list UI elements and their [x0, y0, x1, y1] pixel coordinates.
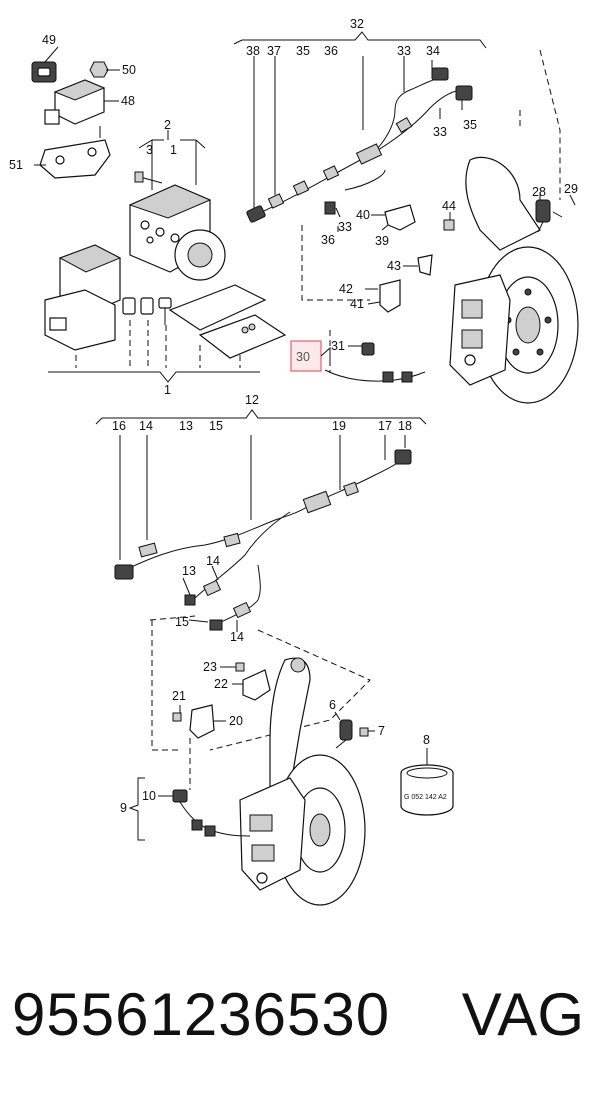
callout-21: 21	[172, 689, 186, 703]
callout-36b: 36	[321, 233, 335, 247]
callout-51: 51	[9, 158, 23, 172]
callout-10: 10	[142, 789, 156, 803]
callout-49: 49	[42, 33, 56, 47]
label-sheets	[168, 284, 287, 359]
callout-12: 12	[245, 393, 259, 407]
caps-and-screw	[122, 297, 172, 325]
callout-30-highlight[interactable]	[290, 340, 322, 372]
bracket-part-39	[384, 204, 416, 231]
rear-wiring-harness	[114, 449, 412, 631]
brand: VAG	[461, 981, 584, 1048]
front-wiring-harness	[246, 67, 473, 223]
callout-14b: 14	[206, 554, 220, 568]
callout-15a: 15	[209, 419, 223, 433]
callout-35a: 35	[296, 44, 310, 58]
relay-unit-part-48	[44, 79, 106, 125]
callout-18: 18	[398, 419, 412, 433]
callout-29: 29	[564, 182, 578, 196]
screw-part-3	[134, 171, 163, 184]
callout-31: 31	[331, 339, 345, 353]
callout-15b: 15	[175, 615, 189, 629]
callout-32: 32	[350, 17, 364, 31]
callout-22: 22	[214, 677, 228, 691]
callout-43: 43	[387, 259, 401, 273]
bracket-part-20	[189, 704, 215, 739]
brake-caliper-rear	[239, 777, 306, 891]
screw-part-23	[235, 662, 245, 672]
rear-bracket-part-22	[242, 669, 271, 701]
brake-caliper-front	[449, 274, 511, 386]
callout-37: 37	[267, 44, 281, 58]
clip-part-43	[417, 254, 433, 276]
callout-6: 6	[329, 698, 336, 712]
screw-part-21	[172, 712, 182, 722]
callout-30[interactable]: 30	[296, 350, 310, 364]
callout-13b: 13	[182, 564, 196, 578]
abs-sensor-part-49	[31, 61, 57, 83]
seal-label: G 052 142 A2	[404, 794, 447, 801]
callout-1a: 1	[170, 143, 177, 157]
callout-16: 16	[112, 419, 126, 433]
bolt-part-44	[443, 219, 455, 231]
callout-44: 44	[442, 199, 456, 213]
callout-14a: 14	[139, 419, 153, 433]
callout-39: 39	[375, 234, 389, 248]
callout-8: 8	[423, 733, 430, 747]
rear-sensor-part-6	[335, 719, 353, 749]
callout-9: 9	[120, 801, 127, 815]
callout-36a: 36	[324, 44, 338, 58]
callout-40: 40	[356, 208, 370, 222]
callout-20: 20	[229, 714, 243, 728]
callout-33a: 33	[397, 44, 411, 58]
callout-33c: 33	[338, 220, 352, 234]
callout-13a: 13	[179, 419, 193, 433]
callout-35b: 35	[463, 118, 477, 132]
callout-1b: 1	[164, 383, 171, 397]
callout-48: 48	[121, 94, 135, 108]
footer: 95561236530 VAG	[0, 975, 600, 1065]
callout-38: 38	[246, 44, 260, 58]
bracket-part-51	[39, 126, 111, 179]
callout-labels: 49 50 48 51 2 3 1 1 32 38 37 35 36 33 34…	[9, 17, 578, 815]
exploded-parts-diagram: 49 50 48 51 2 3 1 1 32 38 37 35 36 33 34…	[9, 17, 579, 906]
callout-33b: 33	[433, 125, 447, 139]
nut-part-50	[89, 61, 109, 78]
callout-19: 19	[332, 419, 346, 433]
callout-50: 50	[122, 63, 136, 77]
seal-ring-part-8	[400, 764, 454, 816]
callout-41: 41	[350, 297, 364, 311]
callout-28: 28	[532, 185, 546, 199]
callout-23: 23	[203, 660, 217, 674]
callout-17: 17	[378, 419, 392, 433]
callout-7: 7	[378, 724, 385, 738]
hydraulic-unit	[128, 184, 226, 281]
sensor-part-28	[535, 199, 551, 233]
callout-34: 34	[426, 44, 440, 58]
part-number: 95561236530	[12, 981, 391, 1048]
callout-3: 3	[146, 143, 153, 157]
bracket-part-41	[379, 279, 401, 313]
callout-2: 2	[164, 118, 171, 132]
callout-42: 42	[339, 282, 353, 296]
callout-14c: 14	[230, 630, 244, 644]
steering-knuckle-front	[465, 156, 541, 251]
abs-control-module	[44, 244, 122, 351]
screw-part-7	[359, 727, 369, 737]
